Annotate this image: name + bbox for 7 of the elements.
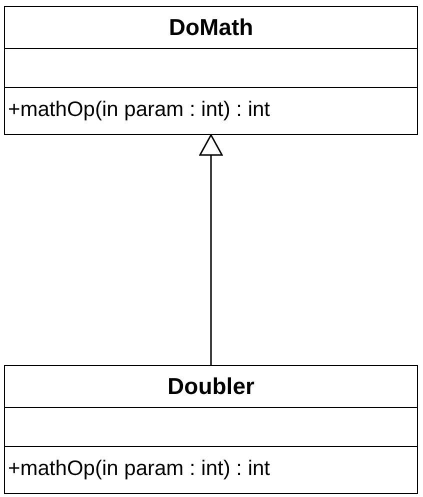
class-box: [4, 6, 418, 135]
class-box: [4, 365, 418, 494]
class-name: DoMath: [168, 14, 254, 41]
generalization-arrow: [199, 134, 223, 365]
method-signature: +mathOp(in param : int) : int: [8, 457, 270, 481]
class-name: Doubler: [168, 373, 254, 400]
method-signature: +mathOp(in param : int) : int: [8, 98, 270, 122]
